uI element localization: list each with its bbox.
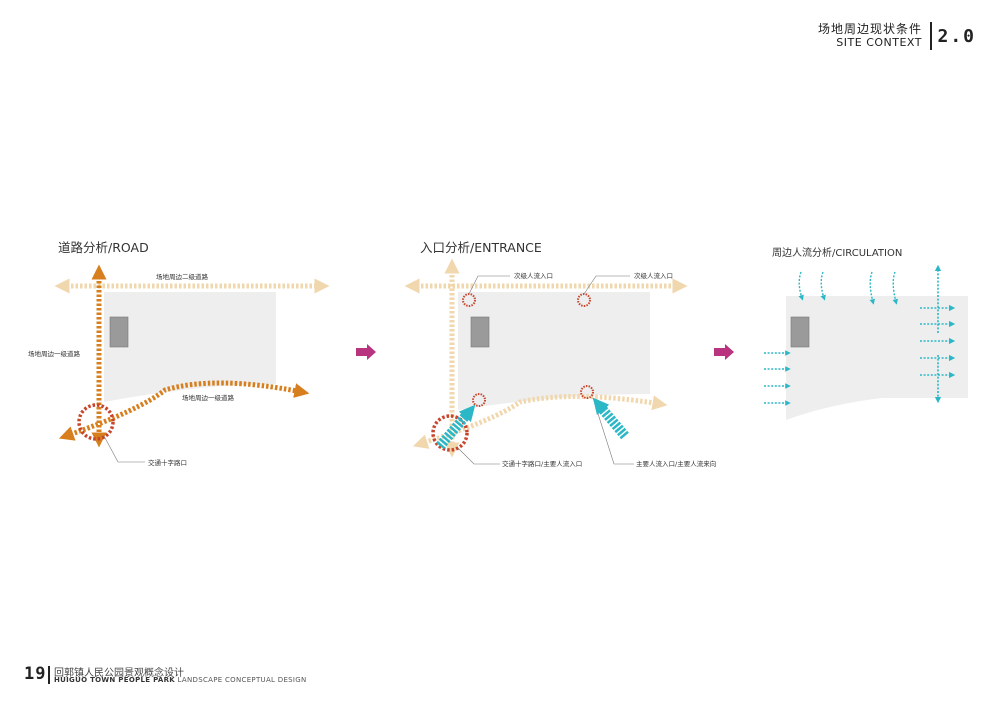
project-title-cn: 回郭镇人民公园景观概念设计 xyxy=(54,668,184,679)
circulation-panel-title: 周边人流分析/CIRCULATION xyxy=(772,246,902,259)
main-entrance-leader xyxy=(592,397,634,465)
intersection-marker xyxy=(77,403,115,441)
main-flow-arrow-right xyxy=(592,397,629,440)
secondary-entrance-leader-left xyxy=(468,275,510,295)
header-divider xyxy=(930,22,932,50)
intersection-label: 交通十字路口 xyxy=(148,458,187,467)
section-number: 2.0 xyxy=(937,26,976,47)
curve-entrance-marker xyxy=(472,393,486,407)
project-title-en-rest: LANDSCAPE CONCEPTUAL DESIGN xyxy=(175,676,307,684)
right-flow-arrows xyxy=(920,264,956,404)
entrance-panel: 入口分析/ENTRANCE 次级人流入口 次级人流入口 交通十字路口/主要人流入… xyxy=(404,240,716,468)
flow-arrow xyxy=(798,271,804,301)
top-flow-arrows xyxy=(798,271,898,305)
building-block xyxy=(790,316,810,348)
road-panel: 道路分析/ROAD 场地周边二级道路 场地周边一级道路 场地周边一级道路 交通十… xyxy=(28,240,330,467)
header-title-cn: 场地周边现状条件 xyxy=(817,22,922,36)
secondary-entrance-label-right: 次级人流入口 xyxy=(634,271,673,280)
project-title-en-bold: HUIGUO TOWN PEOPLE PARK xyxy=(54,676,175,684)
road-panel-title: 道路分析/ROAD xyxy=(58,240,149,255)
main-entrance-marker xyxy=(580,385,594,399)
primary-road-curve-label: 场地周边一级道路 xyxy=(182,393,235,402)
flow-arrow xyxy=(820,271,826,301)
header-title-en: SITE CONTEXT xyxy=(836,36,922,49)
secondary-entrance-label-left: 次级人流入口 xyxy=(514,271,553,280)
site-outline xyxy=(786,296,968,420)
primary-road-curve-arrow xyxy=(58,380,310,441)
project-title-en: HUIGUO TOWN PEOPLE PARK LANDSCAPE CONCEP… xyxy=(54,676,307,684)
circulation-panel: 周边人流分析/CIRCULATION xyxy=(764,246,968,420)
primary-road-vertical-label: 场地周边一级道路 xyxy=(28,349,81,358)
footer-divider xyxy=(48,666,50,684)
entrance-panel-title: 入口分析/ENTRANCE xyxy=(420,240,542,255)
site-outline xyxy=(458,292,650,410)
main-entrance-label: 主要人流入口/主要人流来向 xyxy=(636,459,716,468)
intersection-leader-line xyxy=(103,435,145,463)
page-header: 场地周边现状条件 SITE CONTEXT 2.0 xyxy=(816,20,976,52)
site-outline xyxy=(104,292,276,402)
page-footer: 19 回郭镇人民公园景观概念设计 HUIGUO TOWN PEOPLE PARK… xyxy=(24,664,344,688)
main-flow-arrow-intersection xyxy=(436,404,476,450)
intersection-entrance-marker xyxy=(431,414,469,452)
transition-arrow-icon xyxy=(356,344,376,360)
building-block xyxy=(109,316,129,348)
intersection-entrance-label: 交通十字路口/主要人流入口 xyxy=(502,459,582,468)
left-flow-arrows xyxy=(764,350,791,406)
intersection-entrance-leader xyxy=(457,447,500,465)
building-block xyxy=(470,316,490,348)
secondary-entrance-leader-right xyxy=(583,275,630,295)
transition-arrow-icon xyxy=(714,344,734,360)
primary-road-curve-arrow xyxy=(412,394,668,449)
secondary-road-label: 场地周边二级道路 xyxy=(156,272,209,281)
page-number: 19 xyxy=(24,664,47,684)
